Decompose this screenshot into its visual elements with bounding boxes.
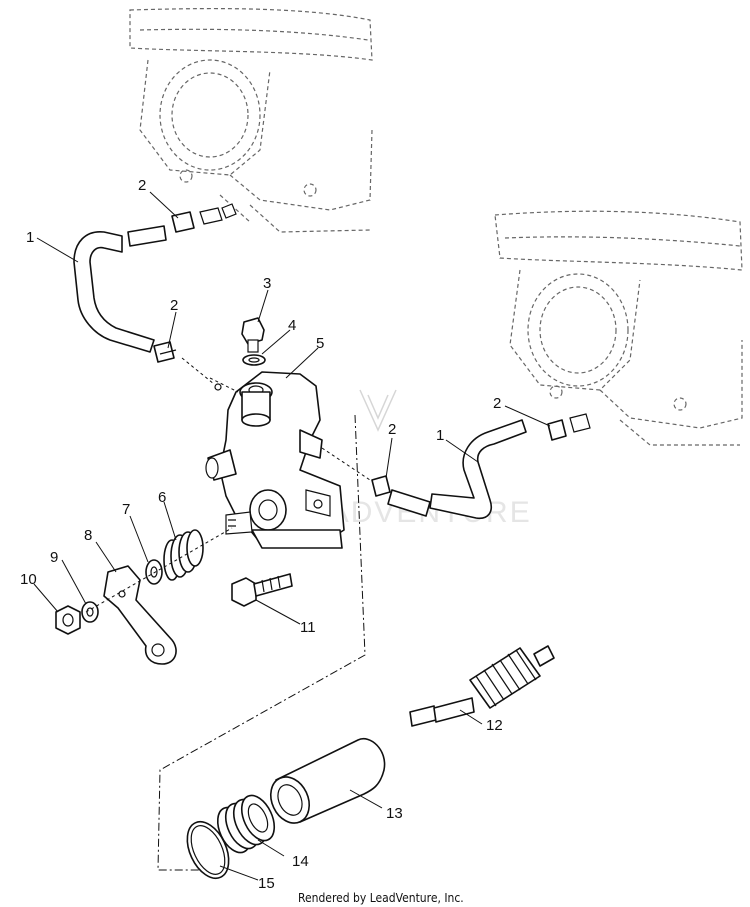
spring-6: [163, 529, 204, 581]
sleeve-13: [269, 737, 386, 824]
callout-9: 9: [50, 549, 58, 566]
spring-14: [216, 794, 276, 854]
callout-labels: 1 2 2 3 4 5 2 2 1 6 7 8 9 10 11 12 13 14…: [20, 177, 503, 892]
callout-12: 12: [486, 717, 503, 734]
fitting-left: [214, 383, 222, 391]
callout-13: 13: [386, 805, 403, 822]
callout-1-right: 1: [436, 427, 444, 444]
screw-11: [231, 573, 293, 607]
right-cylinder-outline: [494, 210, 743, 446]
assembly-leader: [157, 414, 366, 871]
washer-4: [242, 354, 266, 366]
clamp-top: [171, 203, 237, 233]
bolt-3: [241, 317, 265, 353]
clamp-mid-right: [371, 475, 391, 497]
watermark-logo: [359, 389, 397, 432]
callout-14: 14: [292, 853, 309, 870]
callout-1-upper: 1: [26, 229, 34, 246]
oil-pump-body-5: [205, 371, 345, 549]
leader-lines: [33, 191, 551, 881]
callout-3: 3: [263, 275, 271, 292]
clamp-right-top: [547, 413, 591, 441]
lever-8: [103, 565, 177, 665]
callout-8: 8: [84, 527, 92, 544]
callout-2-right: 2: [493, 395, 501, 412]
upper-cylinder-outline: [129, 7, 373, 233]
hose-upper-left: [73, 225, 167, 353]
clamp-mid-left: [153, 341, 177, 363]
callout-2-upper: 2: [138, 177, 146, 194]
callout-2-mid-left: 2: [170, 297, 178, 314]
callout-10: 10: [20, 571, 37, 588]
callout-15: 15: [258, 875, 275, 892]
ring-15: [186, 820, 230, 880]
nut-10: [55, 605, 81, 635]
callout-6: 6: [158, 489, 166, 506]
callout-7: 7: [122, 501, 130, 518]
footer-credit: Rendered by LeadVenture, Inc.: [298, 891, 464, 905]
callout-2-mid-right: 2: [388, 421, 396, 438]
callout-11: 11: [300, 619, 316, 636]
callout-5: 5: [316, 335, 324, 352]
hose-right: [387, 419, 527, 520]
gear-shaft-12: [409, 645, 555, 727]
callout-4: 4: [288, 317, 296, 334]
